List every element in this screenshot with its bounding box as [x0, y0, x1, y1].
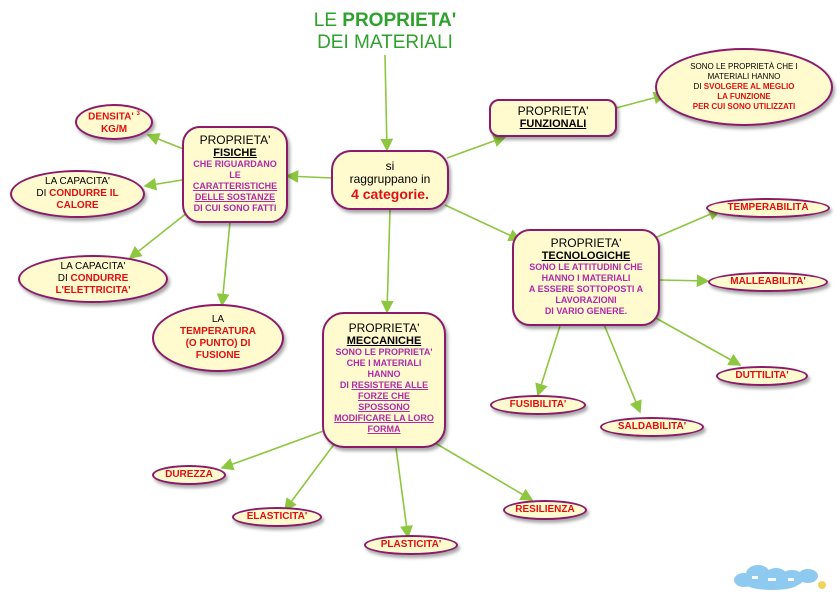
fusibilita-oval: FUSIBILITA' — [490, 395, 586, 415]
calore-red1: CONDURRE IL — [49, 188, 119, 199]
funz-desc-l5: PER CUI SONO UTILIZZATI — [692, 102, 796, 111]
saldabilita-label: SALDABILITA' — [617, 421, 687, 432]
funz-desc-l4: LA FUNZIONE — [717, 92, 771, 101]
meccaniche-node: PROPRIETA' MECCANICHE SONO LE PROPRIETA'… — [322, 312, 446, 448]
temp-l4: FUSIONE — [195, 350, 241, 361]
densita-l2: KG/M — [100, 123, 128, 135]
tecno-d1: SONO LE ATTITUDINI CHE — [529, 262, 643, 272]
mecc-d7: MODIFICARE LA LORO — [334, 413, 434, 423]
funzionali-head2: FUNZIONALI — [519, 118, 587, 130]
funzionali-node: PROPRIETA' FUNZIONALI — [489, 99, 617, 137]
center-node: si raggruppano in 4 categorie. — [331, 150, 449, 210]
plasticita-label: PLASTICITA' — [380, 539, 442, 550]
densita-l1: DENSITA' — [88, 111, 134, 123]
tecno-d2: HANNO I MATERIALI — [541, 273, 631, 283]
tecno-d5: DI VARIO GENERE. — [544, 306, 628, 316]
tecno-d3: A ESSERE SOTTOPOSTI A — [528, 284, 644, 294]
elettr-red1: CONDURRE — [70, 273, 129, 284]
fusibilita-label: FUSIBILITA' — [509, 399, 567, 410]
duttilita-label: DUTTILITA' — [735, 370, 789, 381]
tecno-head1: PROPRIETA' — [550, 236, 622, 250]
center-line3: 4 categorie. — [351, 186, 429, 202]
malleabilita-label: MALLEABILITA' — [730, 276, 806, 287]
mecc-d8: FORMA — [367, 424, 401, 434]
mecc-d6: SPOSSONO — [358, 402, 410, 412]
tecno-d4: LAVORAZIONI — [555, 295, 617, 305]
elasticita-oval: ELASTICITA' — [232, 507, 322, 527]
calore-l1: LA CAPACITA' — [45, 176, 110, 187]
resilienza-label: RESILIENZA — [515, 504, 575, 515]
fisiche-d1: CHE RIGUARDANO — [193, 159, 277, 169]
saldabilita-oval: SALDABILITA' — [600, 417, 704, 437]
mecc-d1: SONO LE PROPRIETA' — [335, 347, 433, 357]
mecc-d4-pre: DI — [339, 380, 352, 390]
mecc-d5: FORZE CHE — [357, 391, 410, 401]
densita-sup: 3 — [136, 111, 140, 118]
temp-l3: (O PUNTO) DI — [185, 338, 251, 349]
elettricita-oval: LA CAPACITA' DI CONDURRE L'ELETTRICITA' — [18, 255, 168, 303]
title-bold: PROPRIETA' — [342, 10, 457, 31]
tecno-head2: TECNOLOGICHE — [541, 250, 631, 262]
elettr-l1: LA CAPACITA' — [60, 261, 126, 272]
durezza-label: DUREZZA — [165, 469, 213, 480]
title-line2: DEI MATERIALI — [317, 32, 453, 53]
fisiche-d4: DELLE SOSTANZE — [194, 192, 276, 202]
calore-red2: CALORE — [56, 200, 99, 211]
center-line2: raggruppano in — [349, 172, 431, 186]
fisiche-d2: LE — [229, 170, 241, 180]
funz-desc-l2: MATERIALI HANNO — [707, 72, 781, 81]
cloud-logo-icon — [734, 565, 826, 590]
plasticita-oval: PLASTICITA' — [364, 535, 458, 555]
mecc-head1: PROPRIETA' — [348, 321, 420, 335]
elasticita-label: ELASTICITA' — [246, 511, 308, 522]
funz-desc-l3-red: SVOLGERE AL MEGLIO — [703, 82, 795, 91]
fisiche-head2: FISICHE — [213, 147, 257, 159]
temperabilita-oval: TEMPERABILITÀ — [706, 198, 830, 218]
center-line1: si — [385, 159, 395, 173]
diagram-title: LE PROPRIETA' DEI MATERIALI — [290, 10, 480, 54]
malleabilita-oval: MALLEABILITA' — [708, 272, 828, 292]
fisiche-head1: PROPRIETA' — [199, 133, 271, 147]
temp-l1: LA — [211, 314, 225, 325]
mecc-d2: CHE I MATERIALI — [346, 358, 422, 368]
funz-desc-l1: SONO LE PROPRIETÀ CHE I — [690, 62, 798, 71]
elettr-pre: DI — [57, 273, 71, 284]
resilienza-oval: RESILIENZA — [503, 500, 587, 520]
duttilita-oval: DUTTILITA' — [716, 366, 808, 386]
fisiche-node: PROPRIETA' FISICHE CHE RIGUARDANO LE CAR… — [182, 126, 288, 223]
funzionali-head1: PROPRIETA' — [517, 104, 589, 118]
fisiche-d5: DI CUI SONO FATTI — [193, 203, 277, 213]
title-prefix: LE — [313, 10, 343, 31]
temperatura-oval: LA TEMPERATURA (O PUNTO) DI FUSIONE — [152, 304, 284, 372]
calore-pre: DI — [36, 188, 50, 199]
densita-oval: DENSITA' 3 KG/M — [75, 104, 153, 140]
fisiche-d3: CARATTERISTICHE — [192, 181, 278, 191]
mecc-head2: MECCANICHE — [346, 335, 422, 347]
funz-desc-l3-pre: DI — [693, 82, 704, 91]
calore-oval: LA CAPACITA' DI CONDURRE IL CALORE — [10, 170, 145, 218]
temp-l2: TEMPERATURA — [180, 326, 256, 337]
elettr-red2: L'ELETTRICITA' — [55, 285, 131, 296]
temperabilita-label: TEMPERABILITÀ — [727, 202, 809, 213]
mecc-d4: RESISTERE ALLE — [351, 380, 429, 390]
mecc-d3: HANNO — [367, 369, 401, 379]
tecnologiche-node: PROPRIETA' TECNOLOGICHE SONO LE ATTITUDI… — [512, 229, 660, 326]
funzionali-desc-oval: SONO LE PROPRIETÀ CHE I MATERIALI HANNO … — [655, 48, 833, 126]
durezza-oval: DUREZZA — [152, 465, 226, 485]
